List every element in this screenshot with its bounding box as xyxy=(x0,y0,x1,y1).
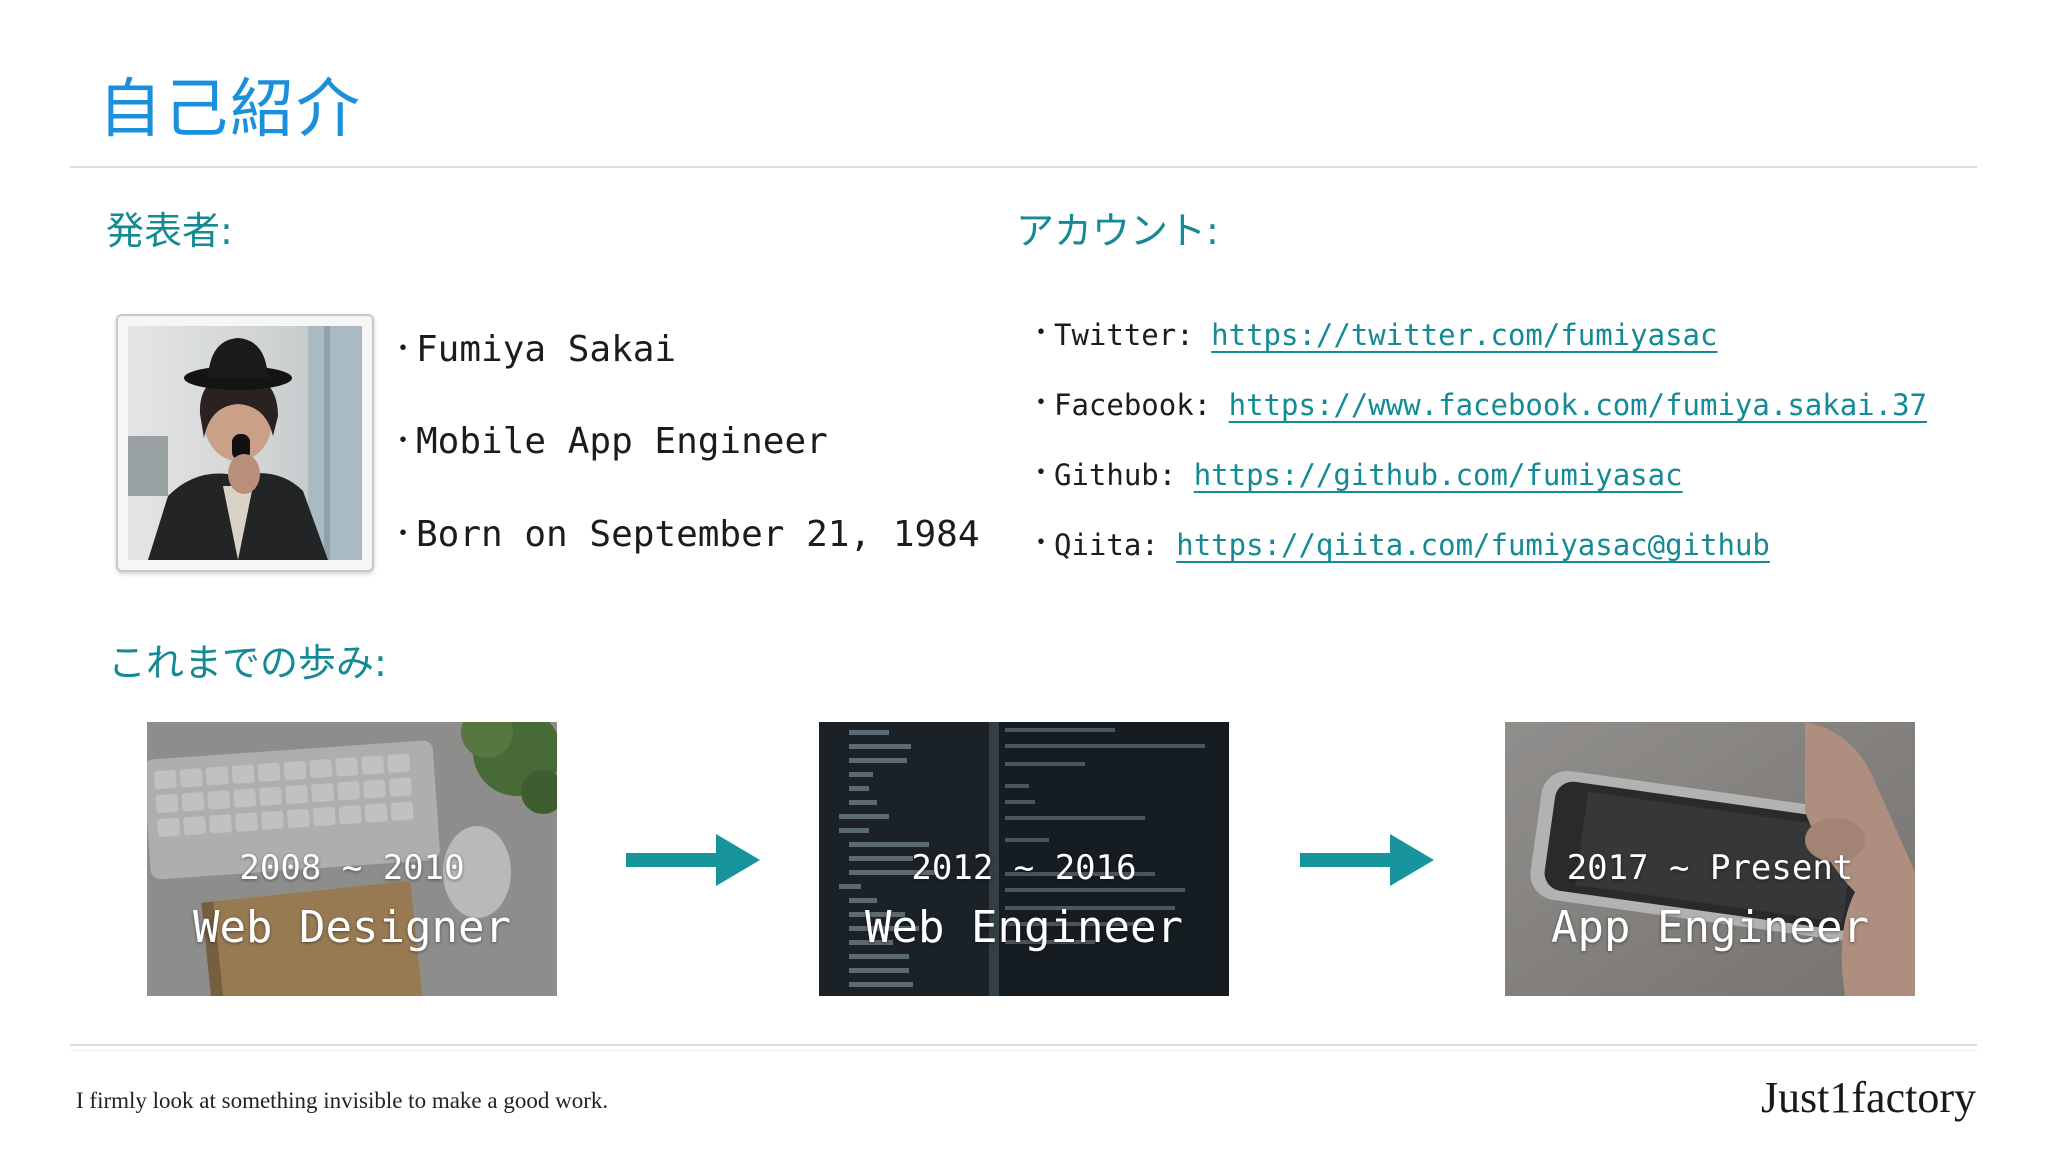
presenter-photo-frame xyxy=(116,314,374,572)
presenter-photo xyxy=(128,326,362,560)
footer-quote: I firmly look at something invisible to … xyxy=(76,1088,609,1113)
presenter-name-text: Fumiya Sakai xyxy=(416,329,677,370)
presenter-role: ・Mobile App Engineer xyxy=(390,420,828,462)
twitter-link[interactable]: https://twitter.com/fumiyasac xyxy=(1211,318,1718,352)
title-divider xyxy=(70,166,1977,168)
stage-period: 2017 ~ Present xyxy=(1566,848,1854,888)
account-item-github: ・Github: https://github.com/fumiyasac xyxy=(1028,452,1683,492)
card-overlay xyxy=(819,722,1229,996)
footer-divider xyxy=(70,1044,1977,1051)
code-editor-image xyxy=(819,722,1229,996)
stage-role: Web Engineer xyxy=(865,902,1183,953)
history-card-web-designer: 2008 ~ 2010 Web Designer xyxy=(147,722,557,996)
right-arrow-icon xyxy=(626,834,760,886)
smartphone-hand-image xyxy=(1505,722,1915,996)
bullet-icon: ・ xyxy=(390,334,417,364)
stage-role: Web Designer xyxy=(193,902,511,953)
keyboard-desk-image xyxy=(147,722,557,996)
account-heading: アカウント: xyxy=(1016,209,1219,253)
account-label: Github: xyxy=(1054,458,1177,492)
presenter-role-text: Mobile App Engineer xyxy=(416,421,828,462)
bullet-icon: ・ xyxy=(1028,318,1055,348)
history-card-web-engineer: 2012 ~ 2016 Web Engineer xyxy=(819,722,1229,996)
bullet-icon: ・ xyxy=(1028,458,1055,488)
bullet-icon: ・ xyxy=(1028,388,1055,418)
presenter-heading: 発表者: xyxy=(106,209,233,253)
right-arrow-icon xyxy=(1300,834,1434,886)
account-label: Qiita: xyxy=(1054,528,1159,562)
slide-title: 自己紹介 xyxy=(98,73,362,147)
github-link[interactable]: https://github.com/fumiyasac xyxy=(1193,458,1683,492)
account-label: Twitter: xyxy=(1054,318,1194,352)
account-item-facebook: ・Facebook: https://www.facebook.com/fumi… xyxy=(1028,382,1927,422)
facebook-link[interactable]: https://www.facebook.com/fumiya.sakai.37 xyxy=(1228,388,1927,422)
card-overlay xyxy=(1505,722,1915,996)
qiita-link[interactable]: https://qiita.com/fumiyasac@github xyxy=(1176,528,1770,562)
presenter-birthday: ・Born on September 21, 1984 xyxy=(390,513,980,555)
bullet-icon: ・ xyxy=(1028,528,1055,558)
presenter-name: ・Fumiya Sakai xyxy=(390,328,676,370)
account-item-qiita: ・Qiita: https://qiita.com/fumiyasac@gith… xyxy=(1028,522,1770,562)
footer-brand-logo: Just1factory xyxy=(1760,1073,1976,1122)
account-label: Facebook: xyxy=(1054,388,1212,422)
card-overlay xyxy=(147,722,557,996)
stage-period: 2012 ~ 2016 xyxy=(911,848,1137,888)
stage-role: App Engineer xyxy=(1551,902,1869,953)
bullet-icon: ・ xyxy=(390,426,417,456)
bullet-icon: ・ xyxy=(390,519,417,549)
presenter-birthday-text: Born on September 21, 1984 xyxy=(416,514,980,555)
account-item-twitter: ・Twitter: https://twitter.com/fumiyasac xyxy=(1028,312,1717,352)
history-card-app-engineer: 2017 ~ Present App Engineer xyxy=(1505,722,1915,996)
history-heading: これまでの歩み: xyxy=(108,641,387,685)
stage-period: 2008 ~ 2010 xyxy=(239,848,465,888)
presenter-photo-image xyxy=(128,326,362,560)
